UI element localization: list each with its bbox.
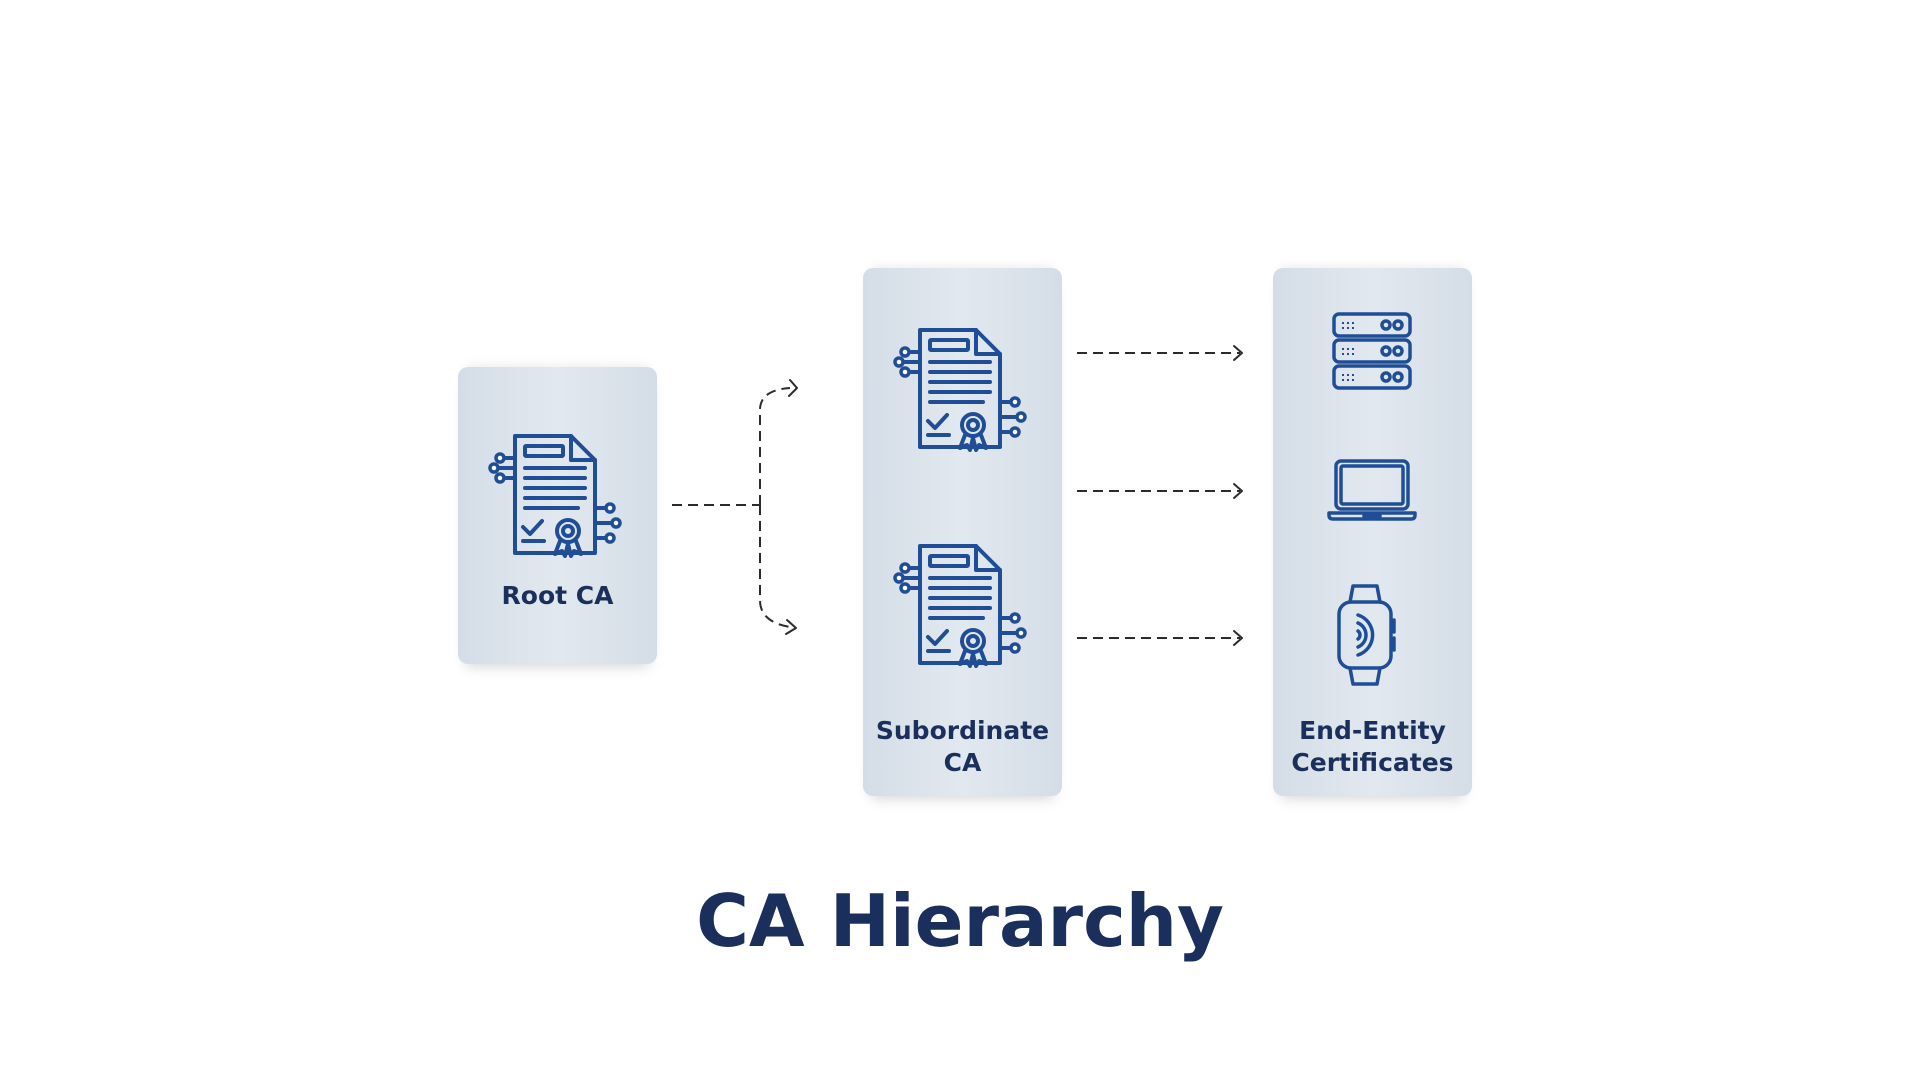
root-ca-label-text: Root CA: [501, 581, 614, 610]
subordinate-ca-label: Subordinate CA: [863, 715, 1062, 779]
certificate-icon: [488, 434, 622, 558]
subordinate-ca-label-line-1: Subordinate: [875, 716, 1050, 745]
server-icon: [1332, 312, 1412, 390]
diagram-title: CA Hierarchy: [696, 879, 1224, 963]
root-to-subordinate-top-branch: [759, 387, 791, 505]
subordinate-ca-label-line-2: CA: [943, 748, 982, 777]
end-entity-panel: [1273, 268, 1472, 796]
end-entity-label-line-2: Certificates: [1291, 748, 1454, 777]
certificate-icon: [893, 544, 1027, 668]
arrowhead: [1233, 483, 1243, 499]
smartwatch-icon: [1337, 584, 1396, 686]
arrowhead: [1233, 345, 1243, 361]
certificate-icon: [893, 328, 1027, 452]
arrowhead: [785, 619, 797, 635]
subordinate-ca-panel: [863, 268, 1062, 796]
root-ca-label: Root CA: [458, 580, 657, 612]
end-entity-label: End-Entity Certificates: [1273, 715, 1472, 779]
root-to-subordinate-bottom-branch: [759, 505, 791, 628]
laptop-icon: [1327, 459, 1417, 521]
end-entity-label-line-1: End-Entity: [1299, 716, 1446, 745]
arrowhead: [1233, 630, 1243, 646]
root-ca-panel: [458, 367, 657, 664]
arrowhead: [788, 379, 798, 397]
